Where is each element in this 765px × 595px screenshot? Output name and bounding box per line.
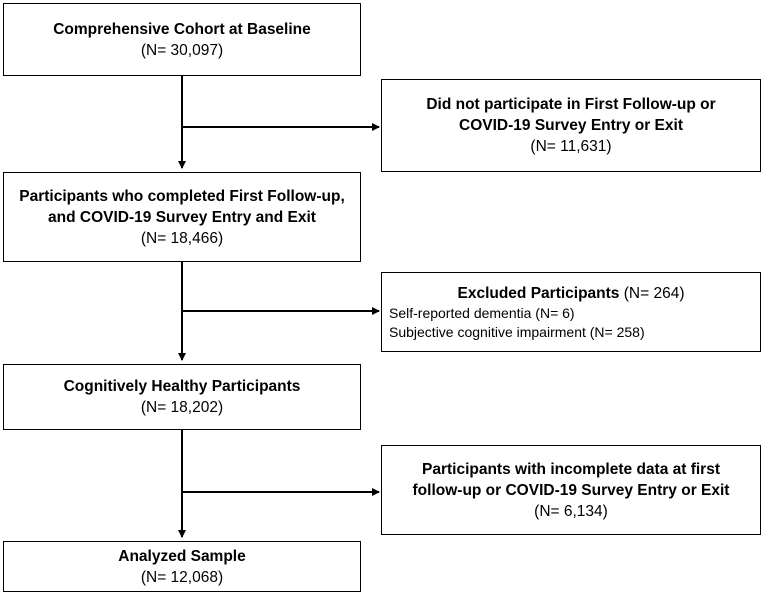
completed-count: (N= 18,466) xyxy=(140,229,224,247)
excluded-count: (N= 264) xyxy=(623,284,685,302)
no-participation-box: Did not participate in First Follow-up o… xyxy=(381,79,761,172)
no-participation-line2: COVID-19 Survey Entry or Exit xyxy=(459,117,683,134)
baseline-count: (N= 30,097) xyxy=(140,41,224,59)
incomplete-line1: Participants with incomplete data at fir… xyxy=(421,460,720,478)
analyzed-count: (N= 12,068) xyxy=(140,568,224,586)
excluded-heading: Excluded Participants (N= 264) xyxy=(457,283,684,304)
incomplete-box: Participants with incomplete data at fir… xyxy=(381,445,761,535)
completed-line2: and COVID-19 Survey Entry and Exit xyxy=(48,208,316,226)
baseline-box: Comprehensive Cohort at Baseline (N= 30,… xyxy=(3,3,361,76)
excluded-item-cognitive-impairment: Subjective cognitive impairment (N= 258) xyxy=(389,323,645,340)
no-participation-count: (N= 11,631) xyxy=(530,138,612,155)
completed-box: Participants who completed First Follow-… xyxy=(3,172,361,262)
analyzed-box: Analyzed Sample (N= 12,068) xyxy=(3,541,361,592)
completed-line1: Participants who completed First Follow-… xyxy=(19,187,345,205)
healthy-count: (N= 18,202) xyxy=(140,399,224,416)
excluded-box: Excluded Participants (N= 264) Self-repo… xyxy=(381,272,761,352)
incomplete-count: (N= 6,134) xyxy=(534,502,608,520)
baseline-title: Comprehensive Cohort at Baseline xyxy=(53,20,311,38)
analyzed-title: Analyzed Sample xyxy=(118,547,246,565)
healthy-title: Cognitively Healthy Participants xyxy=(63,378,301,395)
excluded-title: Excluded Participants xyxy=(457,284,620,302)
excluded-item-dementia: Self-reported dementia (N= 6) xyxy=(389,304,575,321)
no-participation-line1: Did not participate in First Follow-up o… xyxy=(426,96,716,113)
incomplete-line2: follow-up or COVID-19 Survey Entry or Ex… xyxy=(412,481,730,499)
healthy-box: Cognitively Healthy Participants (N= 18,… xyxy=(3,364,361,430)
